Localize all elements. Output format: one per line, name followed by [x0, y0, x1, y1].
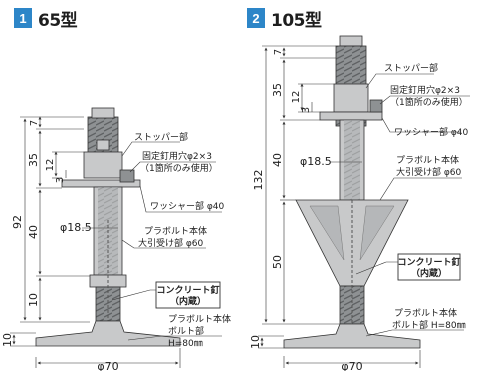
dim-slot-w-65: 3	[55, 177, 66, 183]
nail-callout-box-65	[155, 281, 221, 309]
dim-width-65: φ70	[97, 360, 118, 371]
label-body-65-line2: 大引受け部 φ60	[138, 237, 204, 249]
label-washer-65: ワッシャー部 φ40	[150, 200, 225, 212]
heading-badge-2: 2	[247, 8, 265, 28]
heading-badge-1: 1	[14, 8, 32, 28]
label-stopper-105: ストッパー部	[384, 62, 438, 74]
dim-top-105: 7	[273, 49, 284, 55]
dim-width-105: φ70	[341, 360, 362, 371]
heading-105: 2 105型	[247, 6, 322, 31]
label-hole-65-line1: 固定釘用穴φ2×3	[142, 150, 212, 162]
stopper-105	[333, 83, 369, 113]
label-body-105-line2: 大引受け部 φ60	[396, 166, 462, 178]
base-105	[283, 323, 421, 349]
dim-footgap-65: 10	[27, 293, 40, 307]
dim-lower-105: 50	[271, 255, 284, 269]
dim-top-65: 7	[29, 120, 40, 126]
washer-105	[319, 111, 383, 121]
label-bolt-65-line2: ボルト部	[168, 325, 204, 337]
label-bolt-105-line1: プラボルト本体	[394, 307, 457, 319]
label-nail-65-line1: コンクリート釘	[156, 284, 219, 296]
shaft-diameter-105: φ18.5	[300, 155, 332, 168]
dim-bottom-65: 40	[27, 225, 40, 239]
dim-mid-105: 35	[271, 83, 284, 97]
nail-hole-105	[369, 99, 383, 113]
dim-slot-h-65: 12	[45, 159, 56, 172]
heading-title-105: 105型	[271, 10, 322, 31]
label-body-105-line1: プラボルト本体	[396, 154, 459, 166]
dim-slot-w-105: 3	[301, 107, 312, 113]
label-nail-65-line2: （内蔵）	[170, 295, 206, 307]
label-bolt-65-line3: H=80㎜	[168, 339, 203, 349]
label-hole-105-line1: 固定釘用穴φ2×3	[390, 84, 460, 96]
heading-65: 1 65型	[14, 6, 78, 31]
nail-hole-65	[119, 169, 135, 183]
dim-base-105: 10	[249, 335, 262, 349]
label-nail-105-line2: （内蔵）	[411, 267, 447, 279]
stopper-65	[83, 151, 123, 179]
dim-middle-105: 40	[271, 153, 284, 167]
base-65	[35, 320, 181, 347]
dim-total-105: 132	[252, 170, 265, 191]
nail-callout-box-105	[397, 253, 461, 281]
drawing-65: 92 7 35 40 10 10 12 3 φ70 φ18.5 ストッパー部 固…	[1, 107, 231, 371]
dim-mid-65: 35	[27, 153, 40, 167]
label-bolt-105-line2: ボルト部 H=80㎜	[392, 319, 466, 331]
label-nail-105-line1: コンクリート釘	[397, 256, 460, 268]
drawing-105: 132 7 35 40 50 10 12 3 φ70 φ18.5 ストッパー部 …	[249, 35, 470, 371]
label-washer-105: ワッシャー部 φ40	[394, 126, 469, 138]
label-stopper-65: ストッパー部	[134, 131, 188, 143]
label-bolt-65-line1: プラボルト本体	[168, 313, 231, 325]
dim-slot-h-105: 12	[291, 91, 302, 104]
label-body-65-line1: プラボルト本体	[144, 225, 207, 237]
dim-base-65: 10	[1, 333, 14, 347]
label-hole-65-line2: （1箇所のみ使用）	[140, 162, 218, 174]
shaft-diameter-65: φ18.5	[60, 221, 92, 234]
dim-total-65: 92	[11, 215, 24, 229]
label-hole-105-line2: （1箇所のみ使用）	[390, 96, 468, 108]
heading-title-65: 65型	[38, 10, 78, 31]
